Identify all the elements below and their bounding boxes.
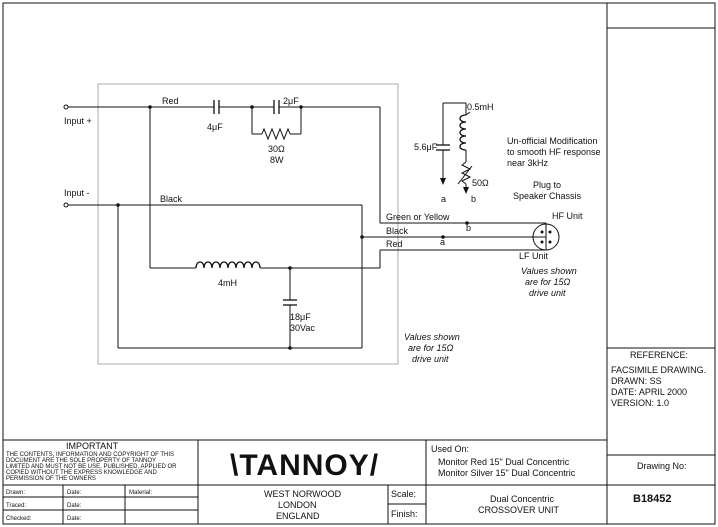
crossover-board-outline [97,83,399,365]
mod-term-a-label: a [441,194,446,204]
wire-black-top-label: Black [160,194,183,204]
input-plus-label: Input + [64,116,92,126]
lf-unit-label: LF Unit [519,251,549,261]
mod-capacitor-label: 5.6μF [414,142,438,152]
important-line-4: COPIED WITHOUT THE EXPRESS KNOWLEDGE AND [6,470,157,476]
title-line2: CROSSOVER UNIT [478,505,560,515]
values-note-right-3: drive unit [529,288,566,298]
speaker-plug-icon [532,223,560,251]
reference-line2: DRAWN: SS [611,376,662,386]
important-heading: IMPORTANT [66,441,119,451]
values-note-right-1: Values shown [521,266,577,276]
c1-label: 4μF [207,122,223,132]
c3-label: 18μF [290,312,311,322]
reference-line3: DATE: APRIL 2000 [611,387,687,397]
terminal-b-label: b [466,223,471,233]
mod-inductor-label: 0.5mH [467,102,494,112]
important-line-3: LIMITED AND MUST NOT BE USE, PUBLISHED, … [6,464,177,470]
l1-label: 4mH [218,278,237,288]
important-line-2: DOCUMENT ARE THE SOLE PROPERTY OF TANNOY [6,458,156,464]
input-minus-label: Input - [64,188,90,198]
used-on-line2: Monitor Silver 15" Dual Concentric [438,468,576,478]
used-on-label: Used On: [431,444,469,454]
r1-label: 30Ω [268,144,285,154]
drawn-label: Drawn: [6,490,25,496]
wire-black-out-label: Black [386,226,409,236]
inductor-mod [459,114,467,151]
values-note-mid-3: drive unit [412,354,449,364]
date-label-2: Date: [67,503,82,509]
drawing-no-label: Drawing No: [637,461,687,471]
mod-resistor-label: 50Ω [472,178,489,188]
input-minus-terminal [63,202,69,208]
plug-note-line1: Plug to [533,180,561,190]
important-line-1: THE CONTENTS, INFORMATION AND COPYRIGHT … [6,452,174,458]
traced-label: Traced: [6,503,26,509]
c2-label: 2μF [283,96,299,106]
date-label-3: Date: [67,516,82,522]
mod-note-line3: near 3kHz [507,158,549,168]
plug-note-line2: Speaker Chassis [513,191,582,201]
address-line3: ENGLAND [276,511,320,521]
reference-heading: REFERENCE: [630,350,688,360]
finish-label: Finish: [391,509,418,519]
mod-note-line2: to smooth HF response [507,147,601,157]
r1-power-label: 8W [270,155,284,165]
values-note-right-2: are for 15Ω [525,277,571,287]
drawing-no-value: B18452 [633,493,672,505]
scale-label: Scale: [391,489,416,499]
wire-red-out-label: Red [386,239,403,249]
title-line1: Dual Concentric [490,494,555,504]
input-plus-terminal [63,104,69,110]
used-on-line1: Monitor Red 15" Dual Concentric [438,457,570,467]
mod-term-b-label: b [471,194,476,204]
inductor-l1 [195,261,261,269]
mod-note-line1: Un-official Modification [507,136,597,146]
address-line2: LONDON [278,500,317,510]
checked-label: Checked: [6,516,32,522]
reference-line1: FACSIMILE DRAWING. [611,365,706,375]
address-line1: WEST NORWOOD [264,489,342,499]
date-label-1: Date: [67,490,82,496]
hf-unit-label: HF Unit [552,211,583,221]
material-label: Material: [129,490,152,496]
reference-line4: VERSION: 1.0 [611,398,669,408]
c3-voltage-label: 30Vac [290,323,315,333]
tannoy-logo: \TANNOY/ [230,449,379,482]
important-line-5: PERMISSION OF THE OWNERS [6,476,96,482]
values-note-mid-2: are for 15Ω [408,343,454,353]
terminal-a-label: a [440,237,445,247]
wire-green-yellow-label: Green or Yellow [386,212,450,222]
wire-red-top-label: Red [162,96,179,106]
values-note-mid-1: Values shown [404,332,460,342]
